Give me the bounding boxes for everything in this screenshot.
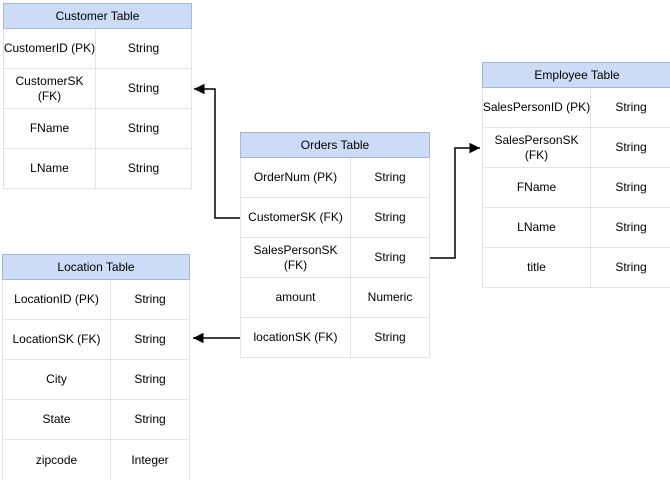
- field-cell: CustomerID (PK): [3, 29, 95, 69]
- field-cell: SalesPersonSK (FK): [240, 238, 350, 278]
- type-cell: String: [590, 168, 670, 208]
- customer-table: Customer Table CustomerID (PK) String Cu…: [3, 3, 192, 189]
- field-cell: locationSK (FK): [240, 318, 350, 358]
- type-cell: String: [110, 360, 190, 400]
- table-row: amount Numeric: [240, 278, 430, 318]
- customer-table-title: Customer Table: [3, 3, 192, 29]
- field-cell: zipcode: [2, 440, 110, 480]
- table-row: LocationSK (FK) String: [2, 320, 190, 360]
- field-cell: SalesPersonID (PK): [482, 88, 590, 128]
- type-cell: String: [95, 149, 192, 189]
- field-cell: LName: [3, 149, 95, 189]
- table-row: SalesPersonSK (FK) String: [240, 238, 430, 278]
- table-row: title String: [482, 248, 670, 288]
- type-cell: String: [590, 248, 670, 288]
- field-cell: CustomerSK (FK): [3, 69, 95, 109]
- type-cell: Integer: [110, 440, 190, 480]
- type-cell: String: [95, 69, 192, 109]
- field-cell: State: [2, 400, 110, 440]
- field-cell: LName: [482, 208, 590, 248]
- table-row: FName String: [482, 168, 670, 208]
- table-row: LName String: [3, 149, 192, 189]
- field-cell: City: [2, 360, 110, 400]
- field-cell: FName: [482, 168, 590, 208]
- field-cell: LocationSK (FK): [2, 320, 110, 360]
- orders-table-title: Orders Table: [240, 132, 430, 158]
- type-cell: Numeric: [350, 278, 430, 318]
- field-cell: title: [482, 248, 590, 288]
- type-cell: String: [590, 88, 670, 128]
- table-row: City String: [2, 360, 190, 400]
- table-row: SalesPersonSK (FK) String: [482, 128, 670, 168]
- type-cell: String: [590, 208, 670, 248]
- table-row: zipcode Integer: [2, 440, 190, 480]
- field-cell: LocationID (PK): [2, 280, 110, 320]
- table-row: CustomerSK (FK) String: [240, 198, 430, 238]
- table-row: LName String: [482, 208, 670, 248]
- location-table-title: Location Table: [2, 254, 190, 280]
- table-row: FName String: [3, 109, 192, 149]
- field-cell: CustomerSK (FK): [240, 198, 350, 238]
- type-cell: String: [95, 29, 192, 69]
- type-cell: String: [95, 109, 192, 149]
- employee-table: Employee Table SalesPersonID (PK) String…: [482, 62, 670, 288]
- field-cell: SalesPersonSK (FK): [482, 128, 590, 168]
- table-row: CustomerSK (FK) String: [3, 69, 192, 109]
- table-row: LocationID (PK) String: [2, 280, 190, 320]
- relation-arrow-orders-to-customer: [194, 83, 240, 219]
- field-cell: OrderNum (PK): [240, 158, 350, 198]
- field-cell: FName: [3, 109, 95, 149]
- type-cell: String: [590, 128, 670, 168]
- table-row: State String: [2, 400, 190, 440]
- type-cell: String: [110, 320, 190, 360]
- table-row: SalesPersonID (PK) String: [482, 88, 670, 128]
- type-cell: String: [110, 400, 190, 440]
- type-cell: String: [350, 238, 430, 278]
- type-cell: String: [350, 198, 430, 238]
- location-table: Location Table LocationID (PK) String Lo…: [2, 254, 190, 480]
- employee-table-title: Employee Table: [482, 62, 670, 88]
- orders-table: Orders Table OrderNum (PK) String Custom…: [240, 132, 430, 358]
- type-cell: String: [350, 318, 430, 358]
- field-cell: amount: [240, 278, 350, 318]
- table-row: CustomerID (PK) String: [3, 29, 192, 69]
- table-row: OrderNum (PK) String: [240, 158, 430, 198]
- type-cell: String: [350, 158, 430, 198]
- type-cell: String: [110, 280, 190, 320]
- table-row: locationSK (FK) String: [240, 318, 430, 358]
- relation-arrow-orders-to-employee: [430, 142, 480, 259]
